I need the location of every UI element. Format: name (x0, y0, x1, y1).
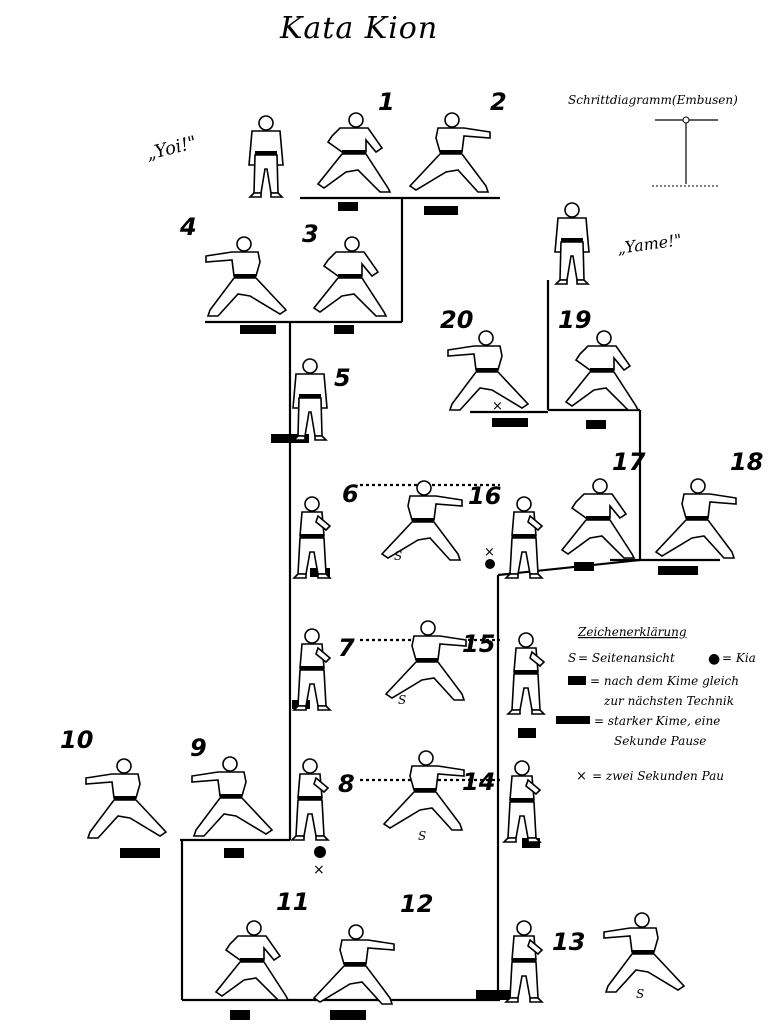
step-number: 9 (190, 734, 207, 762)
legend-symbol-s: S (568, 651, 576, 665)
side-view-marker: S (418, 829, 426, 843)
figure-step-19 (565, 330, 639, 411)
figure-step-11 (215, 920, 289, 1001)
figure-step-18 (655, 478, 737, 559)
step-number: 15 (462, 630, 495, 658)
pause-marker: × (484, 545, 495, 560)
figure-yame (554, 202, 590, 285)
figure-step-7-side (385, 620, 467, 701)
figure-step-13-side (604, 913, 684, 992)
legend-text-short-2: zur nächsten Technik (603, 694, 734, 708)
short-bar (334, 325, 354, 334)
step-number: 4 (179, 213, 197, 241)
pause-marker: × (313, 862, 325, 878)
short-bar (586, 420, 606, 429)
embusen-glyph (652, 116, 720, 187)
figure-step-5 (292, 358, 328, 441)
legend-symbol-pause: × (576, 769, 587, 784)
legend-text-s: = Seitenansicht (578, 651, 675, 665)
short-bar (518, 728, 536, 738)
long-bar (271, 434, 309, 443)
long-bar (424, 206, 458, 215)
step-number: 18 (730, 448, 763, 476)
legend-title: Zeichenerklärung (577, 625, 687, 639)
figure-step-2 (409, 112, 491, 193)
figure-step-20 (448, 331, 528, 410)
pause-bars (120, 202, 698, 1020)
step-number: 7 (338, 634, 355, 662)
legend-short-bar (568, 676, 586, 685)
legend-symbol-kiai: ● (708, 651, 720, 667)
short-bar (522, 838, 540, 848)
side-view-marker: S (394, 549, 402, 563)
figure-step-3 (313, 236, 387, 317)
side-view-marker: S (398, 693, 406, 707)
step-diagram-label: Schrittdiagramm(Embusen) (568, 93, 738, 107)
long-bar (492, 418, 528, 427)
step-number: 11 (276, 888, 309, 916)
figure-step-17 (561, 478, 635, 559)
legend-long-bar (556, 716, 590, 724)
legend: Zeichenerklärung S = Seitenansicht ● = K… (556, 625, 756, 784)
legend-text-pause: = zwei Sekunden Pau (592, 769, 724, 783)
legend-text-kiai: = Kia (722, 651, 756, 665)
step-number: 6 (342, 480, 359, 508)
legend-text-short: = nach dem Kime gleich (590, 674, 739, 688)
side-view-marker: S (636, 987, 644, 1001)
step-number: 1 (378, 88, 395, 116)
figure-step-10 (86, 759, 166, 838)
figure-step-1 (317, 112, 391, 193)
step-number: 5 (334, 364, 351, 392)
step-number: 8 (338, 770, 355, 798)
step-number: 12 (400, 890, 433, 918)
yoi-command: „Yoi!" (144, 132, 199, 165)
figure-step-8 (291, 758, 329, 841)
kiai-marker (485, 559, 495, 569)
figure-yoi (248, 115, 284, 198)
markers: S S S S × × × (313, 399, 644, 1001)
short-bar (230, 1010, 250, 1020)
figure-step-7 (293, 628, 331, 711)
step-number: 17 (612, 448, 646, 476)
page-title: Kata Kion (279, 11, 438, 46)
long-bar (330, 1010, 366, 1020)
embusen-path (180, 196, 720, 1002)
short-bar (224, 848, 244, 858)
step-number: 3 (302, 220, 319, 248)
figure-step-16 (505, 496, 543, 579)
step-numbers: 1 2 3 4 5 6 7 8 9 10 11 12 13 14 15 16 1… (60, 88, 763, 956)
pause-marker: × (492, 399, 503, 414)
yame-command: „Yame!" (616, 230, 683, 258)
legend-text-long: = starker Kime, eine (594, 714, 720, 728)
figure-step-13 (505, 920, 543, 1003)
figure-step-9 (192, 757, 272, 836)
step-number: 14 (462, 768, 495, 796)
figure-step-8-side (383, 750, 465, 831)
step-number: 13 (552, 928, 585, 956)
short-bar (338, 202, 358, 211)
long-bar (658, 566, 698, 575)
kiai-marker (314, 846, 326, 858)
short-bar (574, 562, 594, 571)
long-bar (476, 990, 514, 1000)
step-number: 16 (468, 482, 501, 510)
long-bar (240, 325, 276, 334)
step-number: 10 (60, 726, 93, 754)
figure-step-12 (313, 924, 395, 1005)
long-bar (120, 848, 160, 858)
figure-step-14 (503, 760, 541, 843)
figure-step-15 (507, 632, 545, 715)
step-number: 19 (558, 306, 591, 334)
step-number: 2 (490, 88, 507, 116)
step-number: 20 (440, 306, 473, 334)
figure-step-6 (293, 496, 331, 579)
legend-text-long-2: Sekunde Pause (614, 734, 706, 748)
figure-step-4 (206, 237, 286, 316)
